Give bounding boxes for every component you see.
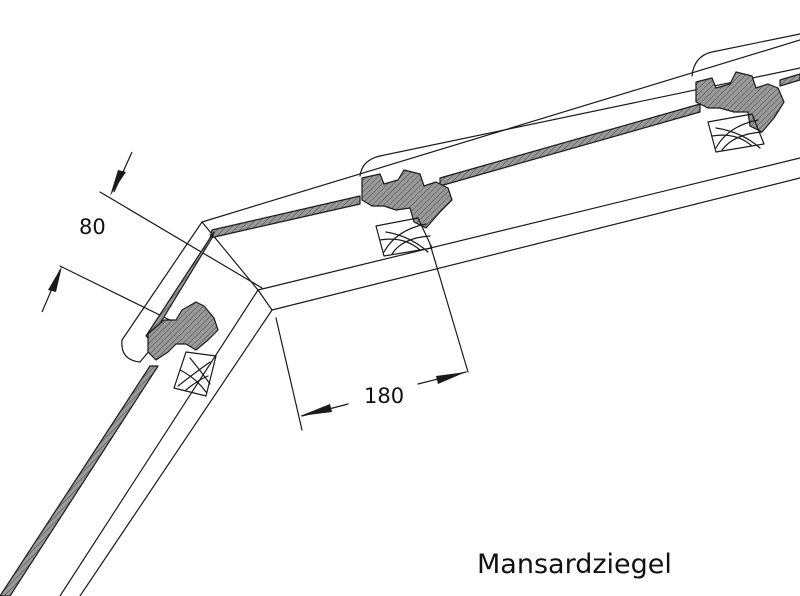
dim-180-arrow-right [436,372,466,384]
batten-2 [707,113,765,153]
dim-180-arrow-left [300,404,332,416]
dim-extension-top [99,191,263,289]
batten-3 [173,351,217,397]
dimension-180-label: 180 [364,384,405,408]
upper-tile-body-3 [779,73,800,87]
dimension-80-label: 80 [79,215,106,239]
mansard-tile-profile [147,301,219,361]
lower-tile-body [0,365,159,596]
tile-profile-1 [361,169,453,229]
lower-roof-outline [59,221,273,596]
dim-80-arrow-bottom [48,266,62,292]
upper-tile-body [209,195,361,239]
batten-1 [375,217,433,257]
upper-tile-cap-1 [359,67,800,177]
dim-180-ext-right [429,243,469,373]
break-line-inner [257,289,273,311]
caption: Mansardziegel [477,549,672,580]
dim-180-ext-left [275,317,303,431]
dim-extension-bottom [59,265,179,325]
mansard-tile-cap [121,339,151,363]
mansard-tile-body [145,231,215,341]
upper-tile-cap-2 [691,33,800,77]
tile-profile-2 [695,71,785,133]
